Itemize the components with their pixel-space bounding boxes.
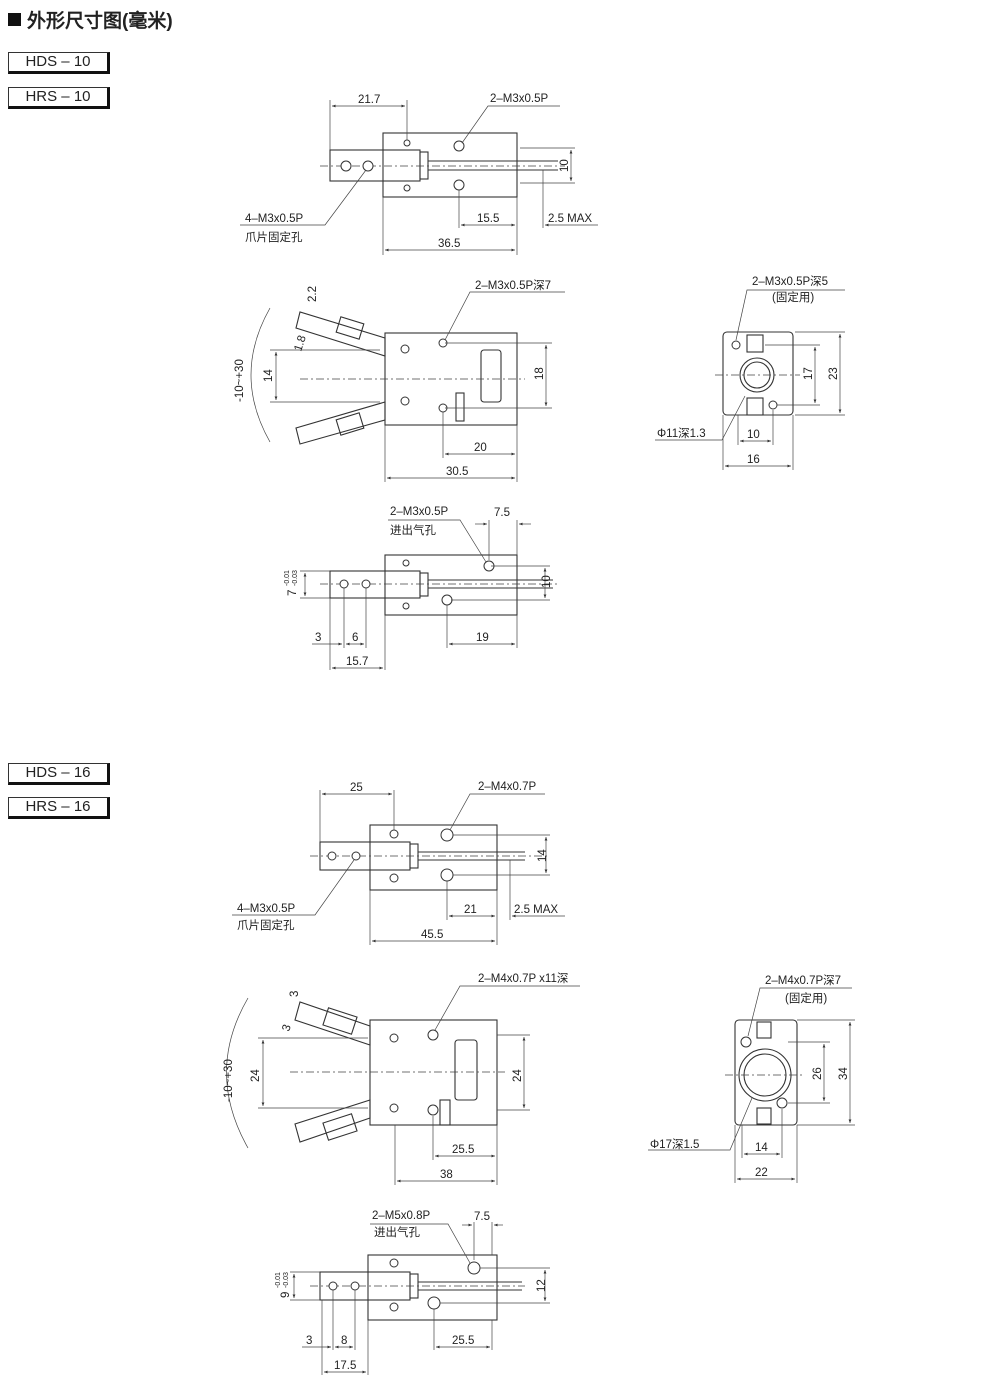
- dim-label: 2.5 MAX: [514, 904, 558, 916]
- s1-front-view: -10~+30 2.2 1.8 14 2–M3x0.5P深7 18 20 30.…: [234, 278, 565, 482]
- dim-label: 14: [537, 849, 549, 862]
- hole-label: 2–M3x0.5P: [490, 93, 549, 105]
- s2-front-view: -10~+30 3 3 24 2–M4x0.7P x11深 24 25.5 38: [223, 971, 580, 1185]
- hole-label: 4–M3x0.5P: [245, 213, 304, 225]
- hole-label: 2–M4x0.7P x11深: [478, 971, 568, 985]
- bore-label: Φ11深1.3: [657, 426, 706, 440]
- dim-label: 45.5: [421, 929, 443, 941]
- dim-label: 3: [280, 1023, 293, 1033]
- dim-label: 3: [289, 991, 301, 997]
- dim-label: 21.7: [358, 94, 380, 106]
- dim-label: 24: [250, 1069, 262, 1082]
- s2-bottom-view: 2–M5x0.8P 进出气孔 7.5 9 -0.01 -0.03 12 3 8 …: [275, 1210, 550, 1375]
- dim-label: 10: [541, 575, 553, 588]
- hole-label: 2–M4x0.7P: [478, 781, 537, 793]
- tolerance-lower: -0.03: [283, 1272, 290, 1288]
- dim-label: 7.5: [494, 507, 510, 519]
- s1-bottom-view: 2–M3x0.5P 进出气孔 7.5 7 -0.01 -0.03 10 3 6 …: [284, 506, 560, 670]
- angle-label: -10~+30: [234, 359, 246, 402]
- dim-label: 7.5: [474, 1211, 490, 1223]
- s1-side-view: 2–M3x0.5P深5 (固定用) 17 23 Φ11深1.3 10 16: [655, 274, 845, 470]
- dim-label: 3: [306, 1335, 312, 1347]
- dim-label: 10: [559, 159, 571, 172]
- bore-label: Φ17深1.5: [650, 1137, 699, 1151]
- dim-label: 25: [350, 782, 363, 794]
- dim-label: 21: [464, 904, 477, 916]
- tolerance-lower: -0.03: [292, 570, 299, 586]
- dim-label: 36.5: [438, 238, 460, 250]
- hole-note: (固定用): [772, 290, 814, 304]
- dim-label: 34: [838, 1067, 850, 1080]
- hole-note: 爪片固定孔: [245, 230, 303, 244]
- dim-label: 25.5: [452, 1335, 474, 1347]
- angle-label: -10~+30: [223, 1059, 235, 1102]
- square-bullet-icon: [8, 13, 21, 26]
- model-tag-hrs-16: HRS – 16: [8, 797, 110, 819]
- dim-label: 12: [536, 1279, 548, 1292]
- dim-label: 3: [315, 632, 321, 644]
- s2-side-view: 2–M4x0.7P深7 (固定用) 26 34 Φ17深1.5 14 22: [648, 973, 855, 1183]
- tolerance-upper: -0.01: [284, 570, 291, 586]
- hole-label: 2–M3x0.5P深5: [752, 274, 828, 288]
- hole-label: 2–M3x0.5P深7: [475, 278, 551, 292]
- hole-note: 爪片固定孔: [237, 918, 295, 932]
- model-tag-hds-16: HDS – 16: [8, 763, 110, 785]
- dim-label: 14: [755, 1142, 768, 1154]
- dim-label: 2.5 MAX: [548, 213, 592, 225]
- port-note: 进出气孔: [374, 1225, 420, 1239]
- dim-label: 17.5: [334, 1360, 356, 1372]
- dim-label: 10: [747, 429, 760, 441]
- dim-label: 1.8: [292, 334, 308, 353]
- hole-label: 2–M4x0.7P深7: [765, 973, 841, 987]
- dim-label: 16: [747, 454, 760, 466]
- dim-label: 15.5: [477, 213, 499, 225]
- dim-label: 26: [812, 1067, 824, 1080]
- s1-top-view: 21.7 2–M3x0.5P 10 4–M3x0.5P 爪片固定孔 15.5 2…: [240, 93, 598, 255]
- dim-label: 38: [440, 1169, 453, 1181]
- dim-label: 22: [755, 1167, 768, 1179]
- dim-label: 30.5: [446, 466, 468, 478]
- port-label: 2–M3x0.5P: [390, 506, 449, 518]
- dim-label: 9: [280, 1292, 292, 1298]
- tolerance-upper: -0.01: [275, 1272, 282, 1288]
- dim-label: 14: [263, 369, 275, 382]
- title-text: 外形尺寸图(毫米): [27, 11, 173, 32]
- s2-top-view: 25 2–M4x0.7P 14 4–M3x0.5P 爪片固定孔 21 2.5 M…: [232, 781, 565, 945]
- model-tag-hrs-10: HRS – 10: [8, 87, 110, 109]
- dim-label: 23: [828, 367, 840, 380]
- dim-label: 17: [803, 367, 815, 380]
- dim-label: 15.7: [346, 656, 368, 668]
- dim-label: 24: [512, 1069, 524, 1082]
- dim-label: 7: [287, 590, 299, 596]
- dim-label: 25.5: [452, 1144, 474, 1156]
- model-tag-hds-10: HDS – 10: [8, 52, 110, 74]
- page-title: 外形尺寸图(毫米): [8, 6, 173, 33]
- dim-label: 6: [352, 632, 358, 644]
- dim-label: 18: [534, 367, 546, 380]
- dim-label: 2.2: [307, 286, 319, 302]
- hole-note: (固定用): [785, 991, 827, 1005]
- dim-label: 20: [474, 442, 487, 454]
- port-label: 2–M5x0.8P: [372, 1210, 431, 1222]
- dim-label: 19: [476, 632, 489, 644]
- port-note: 进出气孔: [390, 523, 436, 537]
- dim-label: 8: [341, 1335, 347, 1347]
- hole-label: 4–M3x0.5P: [237, 903, 296, 915]
